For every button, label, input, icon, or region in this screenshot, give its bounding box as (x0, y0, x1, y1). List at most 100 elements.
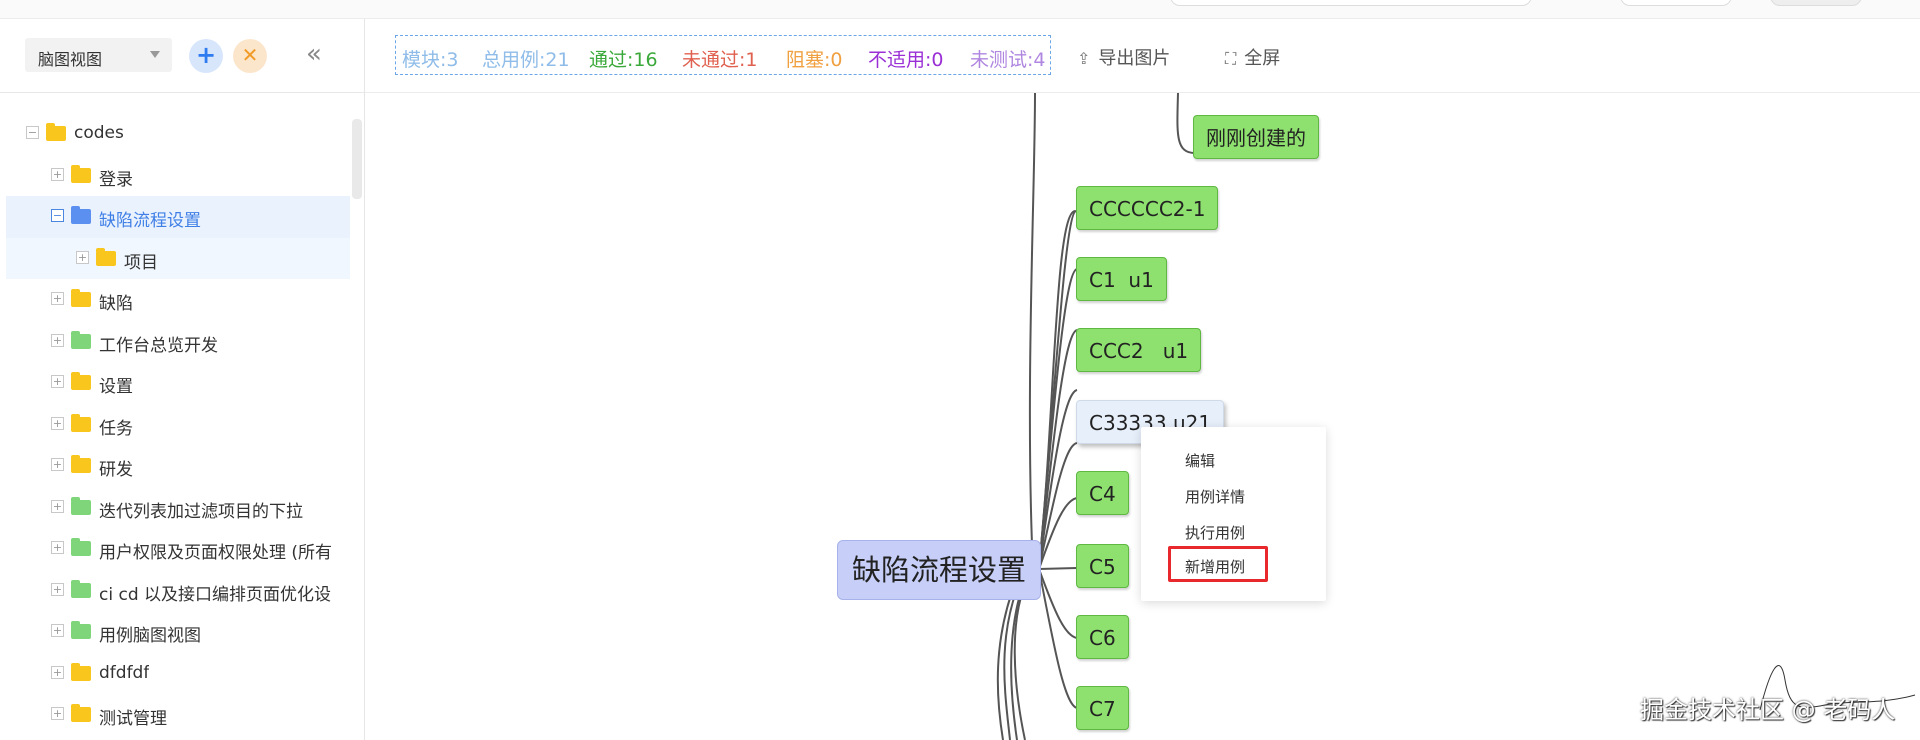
folder-icon (71, 330, 91, 349)
sidebar: 脑图视图 + ✕ « −codes+登录−缺陷流程设置+项目+缺陷+工作台总览开… (0, 19, 365, 740)
tree-item[interactable]: +项目 (6, 237, 350, 279)
export-image-label: 导出图片 (1098, 48, 1171, 69)
sidebar-header: 脑图视图 + ✕ « (0, 19, 364, 93)
folder-icon (71, 662, 91, 681)
top-search-pill[interactable] (1170, 0, 1532, 6)
folder-icon (71, 164, 91, 183)
menu-item-edit[interactable]: 编辑 (1185, 452, 1216, 470)
mindmap-node-top[interactable]: 刚刚创建的 (1193, 115, 1319, 159)
stat-item: 未测试:4 (970, 49, 1046, 71)
tree-item[interactable]: + 任务 (6, 404, 350, 446)
folder-icon (46, 123, 66, 141)
stat-item: 模块:3 (402, 49, 459, 71)
connector-line (1028, 93, 1036, 570)
top-pill[interactable] (1620, 0, 1732, 6)
tree-item[interactable]: + 设置 (6, 362, 350, 404)
folder-icon (71, 621, 91, 639)
fullscreen-label: 全屏 (1244, 48, 1281, 69)
tree-item-label: dfdfdf (99, 662, 150, 683)
connector-line (1038, 497, 1078, 570)
view-select[interactable]: 脑图视图 (25, 38, 172, 72)
menu-item-add-case[interactable]: 新增用例 (1168, 546, 1268, 582)
connector-line (1176, 93, 1196, 154)
mindmap-node[interactable]: C5 (1076, 544, 1129, 588)
mindmap-connectors (996, 93, 1196, 740)
add-button[interactable]: + (189, 39, 223, 73)
fullscreen-icon: ⛶ (1225, 49, 1237, 68)
connector-line (1038, 568, 1078, 709)
plus-icon: + (195, 41, 217, 69)
mindmap-root-node[interactable]: 缺陷流程设置 (837, 540, 1041, 600)
sidebar-scrollbar[interactable] (352, 119, 362, 199)
folder-icon (71, 206, 91, 224)
collapse-sidebar-icon[interactable]: « (306, 39, 322, 69)
tree-item[interactable]: + dfdfdf (6, 653, 350, 695)
tree-item[interactable]: + 缺陷 (6, 279, 350, 321)
tree-item[interactable]: + 迭代列表加过滤项目的下拉 (6, 487, 350, 529)
expand-toggle-icon[interactable]: + (51, 167, 64, 181)
stat-item: 总用例:21 (482, 49, 570, 71)
tree-item-label: 设置 (99, 377, 133, 397)
fullscreen-button[interactable]: ⛶ 全屏 (1225, 44, 1280, 70)
tree-item-label: 缺陷 (99, 294, 133, 314)
tree-item[interactable]: + 用户权限及页面权限处理 (所有 (6, 528, 350, 570)
tree-item[interactable]: + 测试管理 (6, 694, 350, 736)
tree-item[interactable]: +工作台总览开发 (6, 321, 350, 363)
folder-icon (71, 538, 91, 556)
mindmap-node[interactable]: C6 (1076, 615, 1129, 659)
close-icon: ✕ (241, 43, 259, 67)
tree-item-label: 任务 (99, 418, 133, 439)
menu-item-execute-case[interactable]: 执行用例 (1185, 524, 1246, 542)
tree-item-label: 用例脑图视图 (99, 626, 201, 646)
watermark-signature-stroke (1759, 665, 1916, 711)
expand-toggle-icon[interactable]: + (51, 665, 64, 679)
expand-toggle-icon[interactable]: + (51, 333, 64, 347)
tree-item-label: 缺陷流程设置 (99, 211, 201, 231)
folder-icon (71, 289, 91, 307)
menu-item-case-detail[interactable]: 用例详情 (1185, 488, 1246, 506)
expand-toggle-icon[interactable]: + (51, 458, 64, 471)
mindmap-node[interactable]: C4 (1076, 471, 1129, 515)
mindmap-node[interactable]: C7 (1076, 686, 1129, 730)
tree-item[interactable]: + 用例脑图视图 (6, 611, 350, 653)
expand-toggle-icon[interactable]: + (51, 624, 64, 637)
tree-item[interactable]: +登录 (6, 155, 350, 197)
export-image-button[interactable]: ⇪导出图片 (1077, 44, 1170, 70)
module-tree: −codes+登录−缺陷流程设置+项目+缺陷+工作台总览开发+设置+任务+研发+… (6, 113, 350, 736)
folder-icon (71, 455, 91, 473)
tree-item[interactable]: +ci cd 以及接口编排页面优化设 (6, 570, 350, 612)
stat-item: 不适用:0 (868, 49, 944, 71)
tree-item-label: 测试管理 (99, 709, 167, 729)
view-select-value: 脑图视图 (38, 50, 103, 69)
cancel-button[interactable]: ✕ (233, 39, 267, 73)
expand-toggle-icon[interactable]: + (51, 541, 64, 554)
expand-toggle-icon[interactable]: + (51, 375, 64, 388)
top-pill[interactable] (1770, 0, 1862, 6)
connector-line (1038, 568, 1078, 639)
mindmap-node[interactable]: CCCCCC2-1 (1076, 186, 1219, 230)
collapse-toggle-icon[interactable]: − (26, 126, 39, 139)
tree-item-label: 迭代列表加过滤项目的下拉 (99, 501, 303, 522)
tree-item[interactable]: + 研发 (6, 445, 350, 487)
connector-line (1038, 389, 1078, 570)
tree-item-label: 研发 (99, 460, 133, 480)
expand-toggle-icon[interactable]: + (51, 416, 64, 430)
tree-item-label: 用户权限及页面权限处理 (所有 (99, 543, 333, 563)
mindmap-node[interactable]: C1 u1 (1076, 257, 1167, 301)
context-menu: 编辑 用例详情 执行用例 新增用例 (1141, 427, 1326, 601)
connector-line (1038, 442, 1078, 570)
expand-toggle-icon[interactable]: + (51, 582, 64, 596)
tree-item[interactable]: −codes (6, 113, 350, 155)
mindmap-canvas[interactable]: 刚刚创建的 CCCCCC2-1 C1 u1 CCC2 u1 C33333 u21… (365, 93, 1920, 740)
expand-toggle-icon[interactable]: + (76, 250, 89, 264)
collapse-toggle-icon[interactable]: − (51, 209, 64, 222)
watermark: 掘金技术社区 @ 老码人 (1640, 696, 1896, 724)
expand-toggle-icon[interactable]: + (51, 292, 64, 305)
mindmap-node[interactable]: CCC2 u1 (1076, 328, 1202, 372)
tree-item[interactable]: − 缺陷流程设置 (6, 196, 350, 238)
menu-item-add-case-label: 新增用例 (1185, 558, 1246, 576)
folder-icon (71, 413, 91, 432)
expand-toggle-icon[interactable]: + (51, 707, 64, 720)
expand-toggle-icon[interactable]: + (51, 499, 64, 513)
